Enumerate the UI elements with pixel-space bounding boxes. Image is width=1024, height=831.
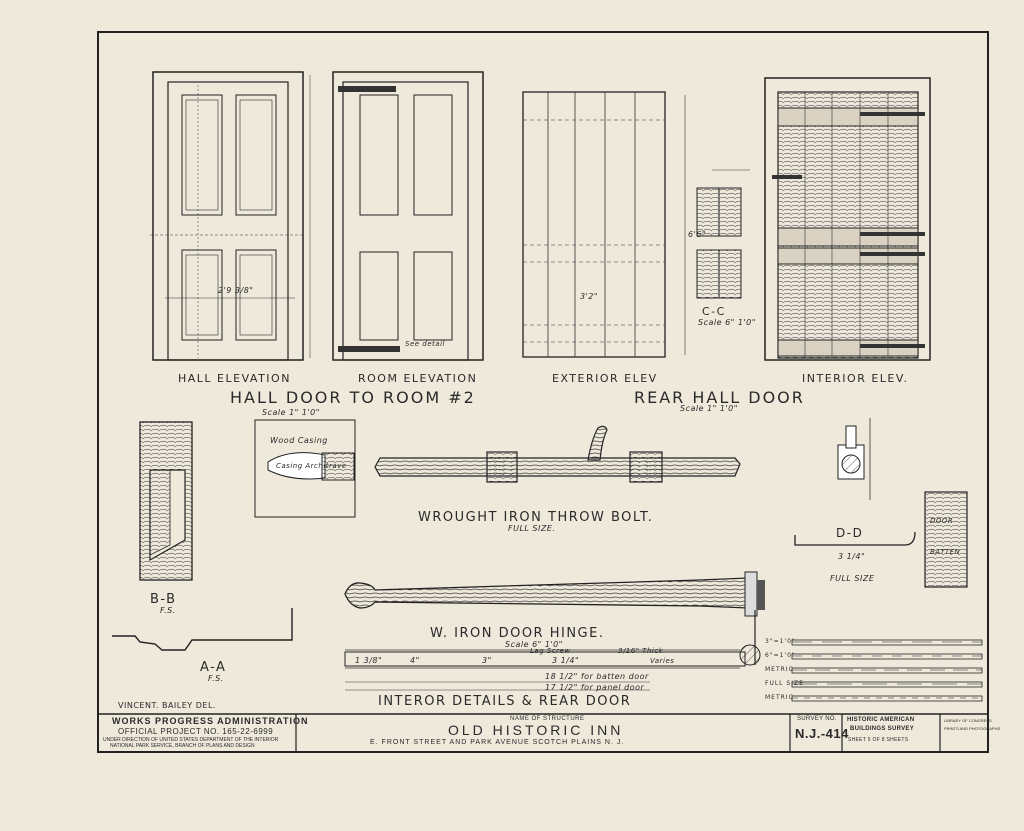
room-elevation-door xyxy=(332,71,484,361)
rear-hall-door-scale: Scale 1" 1'0" xyxy=(680,404,738,413)
section-b-b xyxy=(139,421,193,581)
hall-total-width: 2'9 3/8" xyxy=(218,286,254,295)
section-a-a-fs: F.S. xyxy=(208,674,224,683)
varies-label: Varies xyxy=(650,657,675,665)
door-label: DOOR xyxy=(930,517,954,525)
section-b-b-fs: F.S. xyxy=(160,606,176,615)
tb-direction-2: NATIONAL PARK SERVICE, BRANCH OF PLANS A… xyxy=(110,743,255,749)
scale-label-1: 3"=1'0" xyxy=(765,638,796,645)
tb-sheet: SHEET 5 OF 8 SHEETS xyxy=(848,737,909,743)
thick-label: 3/16" Thick xyxy=(618,647,664,655)
section-c-c-scale: Scale 6" 1'0" xyxy=(698,318,756,327)
room-elevation-label: ROOM ELEVATION xyxy=(358,372,478,385)
title-block-frame xyxy=(97,713,989,753)
dim-2: 4" xyxy=(410,656,420,665)
throw-bolt xyxy=(374,425,741,483)
hall-door-title: HALL DOOR TO ROOM #2 xyxy=(230,388,476,407)
batten-label: BATTEN xyxy=(930,548,961,556)
tb-survey-label: SURVEY NO. xyxy=(797,716,837,722)
hall-door-scale: Scale 1" 1'0" xyxy=(262,408,320,417)
rear-height: 6'6" xyxy=(688,230,707,239)
rear-width: 3'2" xyxy=(580,292,599,301)
hall-elevation-door xyxy=(150,71,311,361)
pintle-dimensions xyxy=(344,649,746,691)
scale-bars xyxy=(791,639,983,702)
throw-bolt-scale: FULL SIZE. xyxy=(508,524,556,533)
casing-detail xyxy=(254,419,356,518)
delineator: VINCENT. BAILEY DEL. xyxy=(118,701,216,710)
interior-elevation-door xyxy=(764,77,931,361)
wood-casing-label: Wood Casing xyxy=(270,436,328,445)
scale-label-4: FULL SIZE xyxy=(765,680,804,687)
hinge-scale: Scale 6" 1'0" xyxy=(505,640,563,649)
throw-bolt-title: WROUGHT IRON THROW BOLT. xyxy=(418,510,654,525)
tb-structure: OLD HISTORIC INN xyxy=(448,722,624,738)
section-b-b-label: B-B xyxy=(150,592,177,607)
section-d-d xyxy=(794,418,968,588)
see-detail-label: See detail xyxy=(405,340,445,348)
exterior-elevation-door xyxy=(522,91,686,358)
scale-label-3: METRIC xyxy=(765,666,794,673)
section-a-a-label: A-A xyxy=(200,660,227,675)
batten-door-dim: 18 1/2" for batten door xyxy=(545,672,649,681)
tb-loc-1: LIBRARY OF CONGRESS xyxy=(944,718,992,723)
interior-elev-label: INTERIOR ELEV. xyxy=(802,372,909,385)
dim-4: 3 1/4" xyxy=(552,656,580,665)
tb-address: E. FRONT STREET AND PARK AVENUE SCOTCH P… xyxy=(370,739,625,746)
panel-door-dim: 17 1/2" for panel door xyxy=(545,683,645,692)
interior-details-title: INTEROR DETAILS & REAR DOOR xyxy=(378,694,632,709)
scale-label-2: 6"=1'0" xyxy=(765,652,796,659)
section-d-d-dim: 3 1/4" xyxy=(838,552,866,561)
exterior-elev-label: EXTERIOR ELEV xyxy=(552,372,658,385)
lag-screw-label: Lag Screw xyxy=(530,647,571,655)
tb-direction-1: UNDER DIRECTION OF UNITED STATES DEPARTM… xyxy=(103,737,279,743)
rear-hall-door-title: REAR HALL DOOR xyxy=(634,388,805,407)
scale-label-5: METRIC xyxy=(765,694,794,701)
tb-agency: WORKS PROGRESS ADMINISTRATION xyxy=(112,716,309,726)
hinge-title: W. IRON DOOR HINGE. xyxy=(430,626,605,641)
tb-habs-2: BUILDINGS SURVEY xyxy=(850,726,915,732)
dim-1: 1 3/8" xyxy=(355,656,383,665)
hall-elevation-label: HALL ELEVATION xyxy=(178,372,291,385)
tb-project: OFFICIAL PROJECT NO. 165-22-6999 xyxy=(118,727,274,736)
tb-survey-no: N.J.-414 xyxy=(795,726,849,741)
tb-name-label: NAME OF STRUCTURE xyxy=(510,716,585,722)
section-d-d-full: FULL SIZE xyxy=(830,574,875,583)
section-a-a xyxy=(112,608,293,651)
tb-loc-2: PRINTS AND PHOTOGRAPHS xyxy=(944,726,1001,731)
section-d-d-label: D-D xyxy=(836,526,864,540)
dim-3: 3" xyxy=(482,656,492,665)
casing-architrave-label: Casing Architrave xyxy=(276,462,347,470)
section-c-c-label: C-C xyxy=(702,305,726,318)
tb-habs-1: HISTORIC AMERICAN xyxy=(847,717,915,723)
section-c-c xyxy=(696,169,750,299)
